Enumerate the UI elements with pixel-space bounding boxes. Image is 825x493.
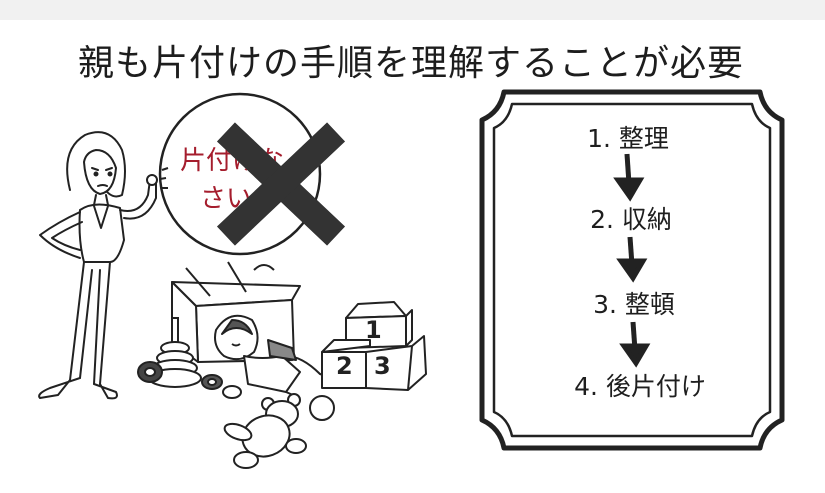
bubble-text-line1: 片付けな [180,146,285,176]
block-number-top: 1 [365,316,382,344]
stacking-rings-toy [137,317,202,388]
top-bar [0,0,825,20]
step-1-label: 1. 整理 [587,124,669,153]
step-arrow [613,153,645,202]
block-number-right: 3 [374,352,391,380]
step-2-label: 2. 収納 [590,205,672,234]
child-figure [214,314,339,399]
number-blocks [321,301,427,391]
slide-title: 親も片付けの手順を理解することが必要 [78,43,745,84]
teddy-bear [223,393,335,469]
steps-frame [479,89,785,451]
step-4-label: 4. 後片付け [574,372,706,401]
toy-wheels [201,374,242,399]
step-arrow [616,236,648,283]
block-number-left: 2 [336,352,353,380]
step-arrow [619,321,651,368]
bubble-text-line2: さい [200,184,253,214]
step-3-label: 3. 整頓 [593,290,675,319]
mother-figure [38,131,158,400]
